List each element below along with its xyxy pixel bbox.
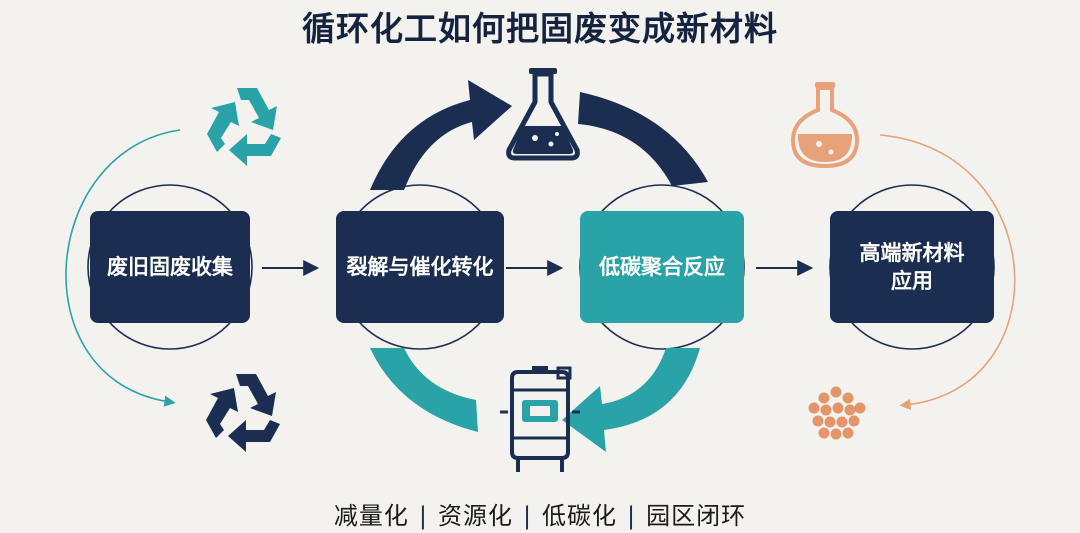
step-label-cracking: 裂解与催化转化 [346,254,494,279]
left-loop-arrow [65,129,181,407]
top-left-arc-arrow [370,80,512,190]
step-box-collection: 废旧固废收集 [90,211,250,323]
step-box-cracking: 裂解与催化转化 [336,211,504,323]
footer-separator: | [418,502,428,530]
reactor-tank-icon [500,366,580,472]
recycle-icon-teal [207,88,281,166]
orange-flask-icon [790,82,860,169]
page-title: 循环化工如何把固废变成新材料 [302,9,778,48]
bottom-right-arc-arrow [562,348,700,452]
footer-item-low-carbon: 低碳化 [542,502,618,530]
step-label-application-line2: 应用 [891,269,933,293]
footer-item-reduction: 减量化 [333,502,409,530]
footer-item-resource: 资源化 [437,502,513,530]
footer-principles: 减量化 | 资源化 | 低碳化 | 园区闭环 [0,496,1080,531]
right-loop-arrow [879,134,1016,411]
footer-item-park-loop: 园区闭环 [646,502,747,530]
step-box-polymerization: 低碳聚合反应 [580,211,744,323]
recycle-icon-navy [206,374,280,452]
footer-separator: | [522,502,533,530]
footer-separator: | [627,502,637,530]
step-label-polymerization: 低碳聚合反应 [599,254,725,279]
step1-ring [87,184,253,350]
step-label-collection: 废旧固废收集 [107,254,233,279]
step-label-application-line1: 高端新材料 [859,240,965,265]
flask-icon [506,68,580,161]
top-right-arc [578,92,708,186]
pellets-icon [808,386,866,440]
bottom-left-arc [370,348,478,432]
step-box-application: 高端新材料 应用 [830,211,994,323]
